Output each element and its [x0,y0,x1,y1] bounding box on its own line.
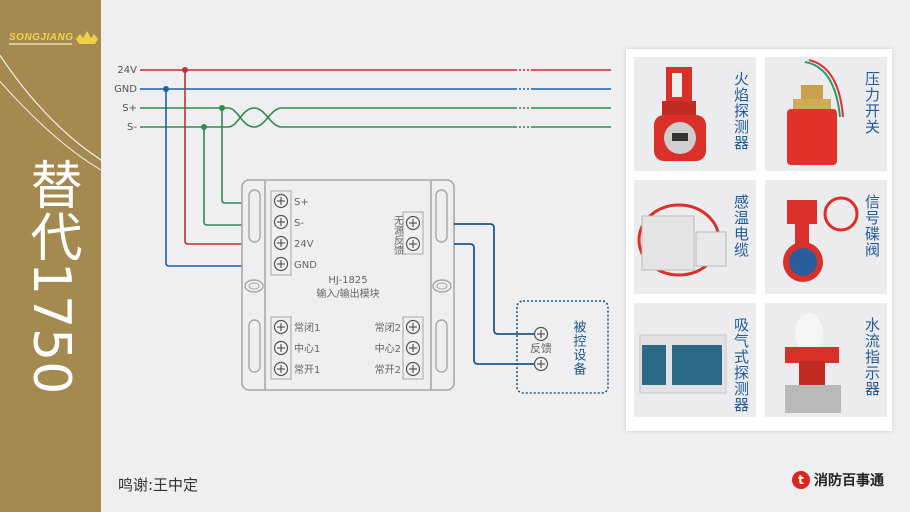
terminal-screw-icon [273,235,289,251]
controlled-device-title: 被控设备 [571,320,587,376]
bus-label-s-minus: S- [127,122,137,133]
terminal-screw-icon [273,193,289,209]
module-name: 输入/输出模块 [316,287,379,300]
junction-24v [182,67,188,73]
wire-24v [184,70,272,245]
footer-brand: t 消防百事通 [792,470,884,490]
terminal-label-s-plus: S+ [294,197,309,208]
product-panel: 火焰探测器 压力开关 感温电缆 信号碟阀 [626,49,892,431]
product-name: 信号碟阀 [863,194,881,258]
passive-feedback-label: 无源反馈 [392,215,404,256]
terminal-label-com2: 中心2 [375,342,401,355]
terminal-label-nc2: 常闭2 [375,321,401,334]
terminal-screw-icon [273,340,289,356]
fire-brand-icon: t [792,471,810,489]
slide-title: 替代1750 [21,158,81,395]
terminal-screw-icon [405,361,421,377]
product-name: 感温电缆 [732,194,750,258]
sidebar: SONGJIANG 替代1750 [0,0,101,512]
wire-s-plus [221,108,272,204]
terminal-label-nc1: 常闭1 [294,321,320,334]
controlled-device-box [516,300,609,394]
product-card-water-flow-indicator: 水流指示器 [765,303,887,417]
product-name: 吸气式探测器 [732,317,750,413]
terminal-screw-icon [273,214,289,230]
terminal-screw-icon [273,319,289,335]
bus-label-24v: 24V [117,65,137,76]
terminal-screw-icon [405,215,421,231]
product-card-aspirating-detector: 吸气式探测器 [634,303,756,417]
terminal-screw-icon [273,361,289,377]
songjiang-logo: SONGJIANG [9,31,99,52]
product-name: 压力开关 [863,71,881,135]
terminal-screw-icon [405,236,421,252]
butterfly-valve-image [783,196,859,282]
terminal-label-no2: 常开2 [375,363,401,376]
bus-label-s-plus: S+ [122,103,137,114]
aspirating-detector-image [639,334,727,394]
product-name: 水流指示器 [863,317,881,397]
junction-s-minus [201,124,207,130]
credit-text: 鸣谢:王中定 [118,476,199,494]
io-module [241,179,455,391]
product-card-heat-cable: 感温电缆 [634,180,756,294]
wire-gnd [165,89,272,267]
terminal-label-com1: 中心1 [294,342,320,355]
terminal-screw-icon [405,319,421,335]
water-flow-indicator-image [785,313,841,413]
heat-cable-image [637,203,727,277]
bus-s-plus [140,107,611,128]
device-screw-icon [533,356,549,372]
decorative-arcs [0,54,101,171]
terminal-screws [273,193,421,377]
bus-label-gnd: GND [114,84,137,95]
bus-s-minus [140,107,611,128]
product-card-pressure-switch: 压力开关 [765,57,887,171]
terminal-label-no1: 常开1 [294,363,320,376]
product-name: 火焰探测器 [732,71,750,151]
wire-s-minus [203,127,272,226]
wiring-diagram: 24V GND S+ S- [114,65,611,394]
device-screw-icon [533,326,549,342]
feedback-wire-1 [454,223,535,335]
device-terminal-screws [533,326,549,372]
brand-name: SONGJIANG [9,32,74,43]
pressure-switch-image [787,59,844,165]
terminal-label-gnd: GND [294,260,317,271]
junction-gnd [163,86,169,92]
product-card-butterfly-valve: 信号碟阀 [765,180,887,294]
brand-subtitle [9,43,72,45]
terminal-label-s-minus: S- [294,218,304,229]
module-model: HJ-1825 [328,275,367,286]
terminal-screw-icon [405,340,421,356]
product-card-flame-detector: 火焰探测器 [634,57,756,171]
terminal-screw-icon [273,256,289,272]
feedback-wire-2 [454,243,535,365]
junction-s-plus [219,105,225,111]
footer-brand-name: 消防百事通 [814,473,884,489]
device-feedback-label: 反馈 [530,342,552,355]
crown-icon [76,31,98,44]
flame-detector-image [654,67,706,161]
terminal-label-24v: 24V [294,239,314,250]
